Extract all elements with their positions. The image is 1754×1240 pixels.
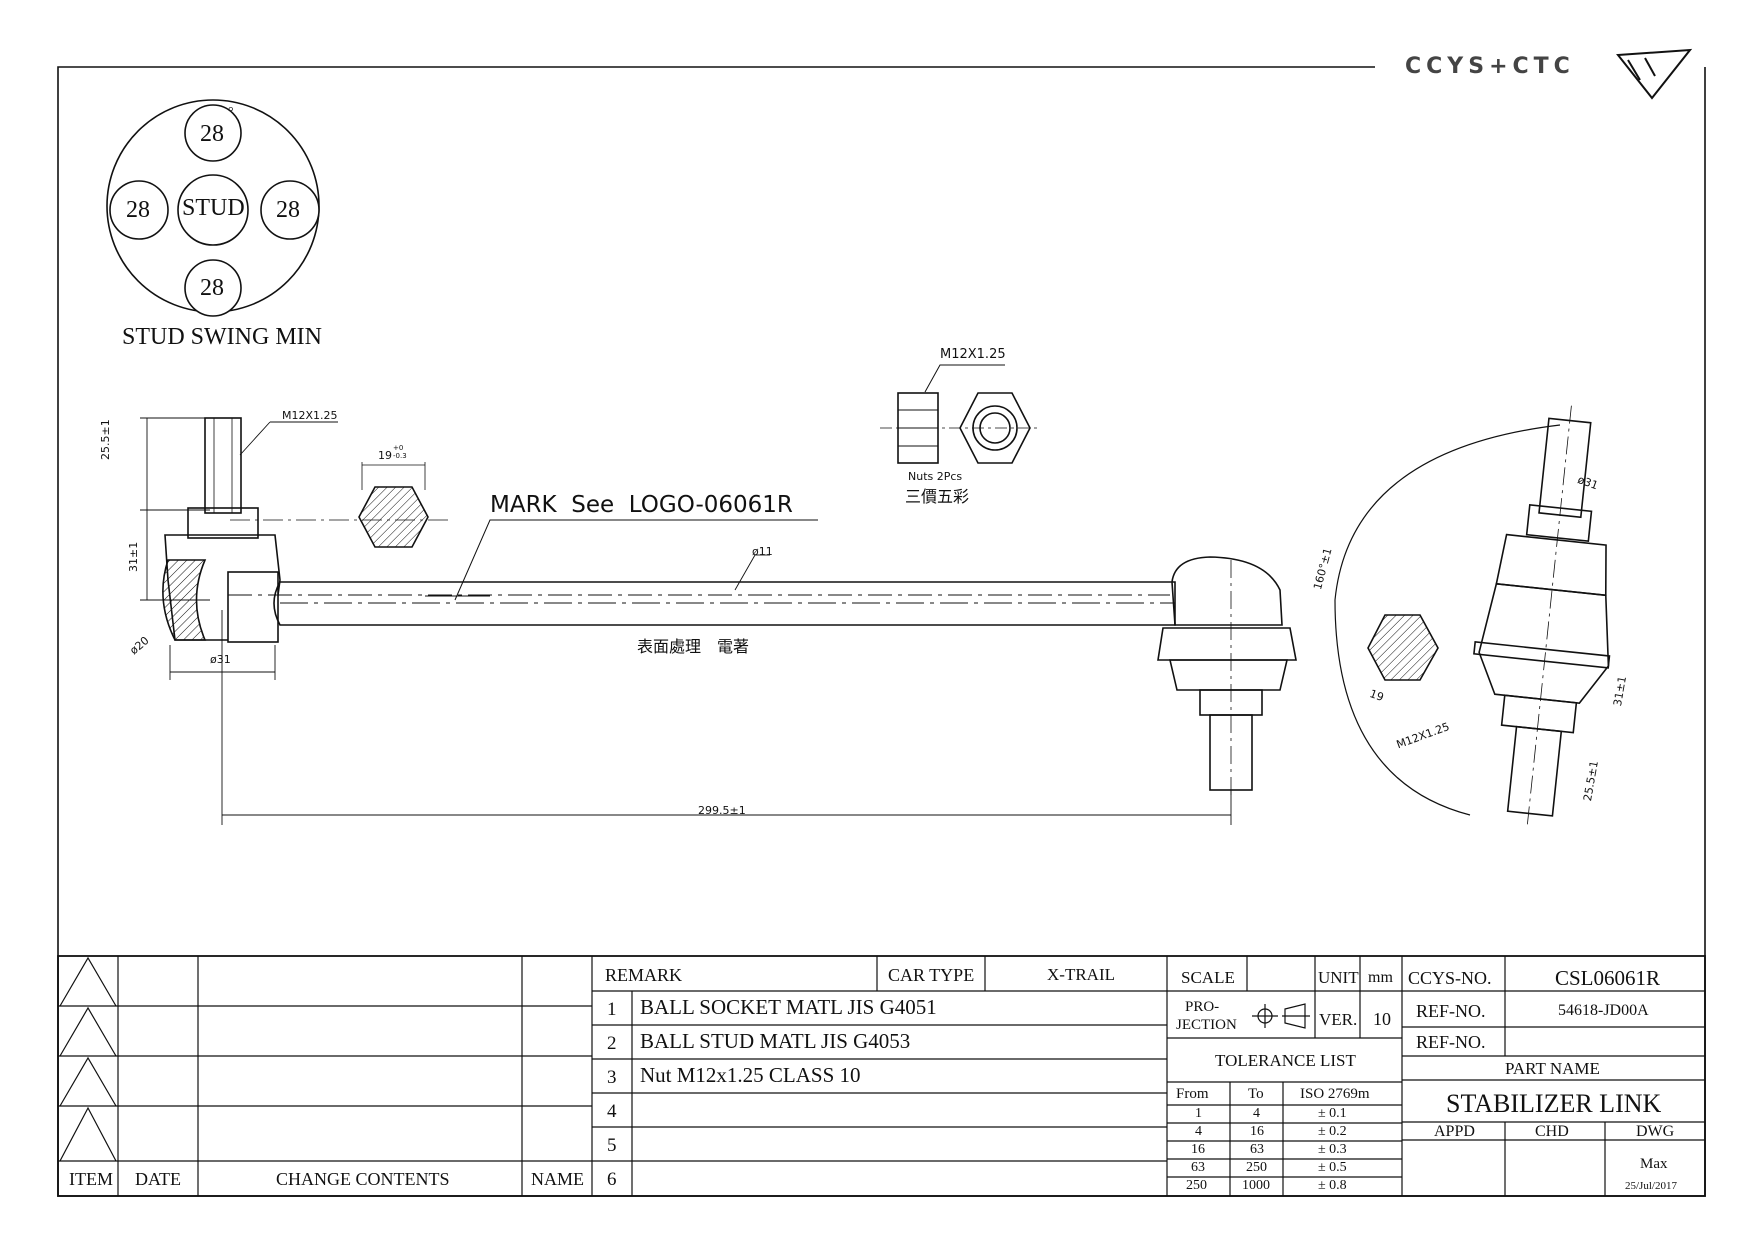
tol-from-5: 250 (1186, 1178, 1207, 1193)
tol-to-5: 1000 (1242, 1178, 1270, 1193)
ver-label: VER. (1319, 1010, 1358, 1029)
remarks-grid (592, 956, 1168, 1196)
remark-label: REMARK (605, 965, 683, 985)
nuts-qty-label: Nuts 2Pcs (908, 470, 963, 483)
brand-logo: CCYS+CTC (1405, 54, 1575, 79)
degree-mark: ° (228, 105, 234, 120)
right-ball-joint (1157, 556, 1297, 800)
tol-to-1: 4 (1253, 1106, 1260, 1121)
unit-value: mm (1368, 969, 1393, 986)
stud-swing-caption: STUD SWING MIN (122, 324, 322, 350)
spec-grid (1167, 956, 1403, 1196)
tol-from-2: 4 (1195, 1124, 1202, 1139)
hex-tol-down: -0.3 (393, 452, 407, 460)
projection-label-top: PRO- (1185, 999, 1220, 1015)
tol-header-from: From (1176, 1086, 1209, 1102)
mark-note: MARK See LOGO-06061R (490, 492, 793, 518)
ccys-no-value: CSL06061R (1555, 966, 1661, 990)
swing-bottom-value: 28 (200, 275, 224, 301)
tolerance-title: TOLERANCE LIST (1215, 1051, 1356, 1070)
remark-text-2: BALL STUD MATL JIS G4053 (640, 1029, 911, 1053)
swing-top-value: 28 (200, 121, 224, 147)
revision-block-grid (58, 956, 593, 1196)
nut-finish-label: 三價五彩 (905, 489, 970, 506)
tol-to-3: 63 (1250, 1142, 1264, 1157)
logo-mark (1616, 48, 1693, 100)
stud-swing-diagram (106, 99, 320, 317)
tol-from-3: 16 (1191, 1142, 1205, 1157)
appd-label: APPD (1434, 1123, 1475, 1140)
revision-date-header: DATE (135, 1169, 181, 1189)
part-name-label: PART NAME (1505, 1059, 1600, 1078)
tol-header-to: To (1248, 1086, 1264, 1102)
body-height-label: 31±1 (127, 541, 140, 572)
left-ball-joint (162, 417, 1170, 643)
nut-views (880, 364, 1040, 464)
nut-thread-label: M12X1.25 (940, 347, 1006, 362)
remark-no-4: 4 (607, 1101, 617, 1122)
hex-tol-up: +0 (393, 444, 404, 452)
drawing-date: 25/Jul/2017 (1625, 1180, 1677, 1192)
tol-val-1: ± 0.1 (1318, 1106, 1347, 1121)
tol-to-4: 250 (1246, 1160, 1267, 1175)
remark-text-3: Nut M12x1.25 CLASS 10 (640, 1063, 861, 1087)
remark-no-2: 2 (607, 1033, 617, 1054)
dimension-lines (140, 417, 1232, 825)
remark-no-6: 6 (607, 1169, 617, 1190)
ccys-no-label: CCYS-NO. (1408, 968, 1492, 988)
stabilizer-rod (273, 581, 1176, 626)
revision-item-header: ITEM (69, 1169, 113, 1189)
rod-diameter-label: ø11 (752, 545, 773, 558)
projection-label-bottom: JECTION (1176, 1017, 1237, 1033)
title-block (57, 955, 1706, 1197)
swing-arc (1334, 424, 1561, 816)
car-type-value: X-TRAIL (1047, 965, 1115, 984)
hex-section (230, 462, 450, 548)
remark-no-3: 3 (607, 1067, 617, 1088)
ver-value: 10 (1373, 1009, 1391, 1029)
drawn-by-value: Max (1640, 1156, 1668, 1172)
swing-right-value: 28 (276, 197, 300, 223)
tol-val-4: ± 0.5 (1318, 1160, 1347, 1175)
scale-label: SCALE (1181, 968, 1235, 987)
rotated-hex-section (1367, 614, 1439, 681)
rotated-view (1473, 405, 1611, 829)
mark-leader (425, 519, 818, 601)
revision-name-header: NAME (531, 1169, 584, 1189)
overall-length-label: 299.5±1 (698, 804, 746, 817)
part-name-value: STABILIZER LINK (1446, 1089, 1662, 1118)
ref-no-label-1: REF-NO. (1416, 1001, 1486, 1021)
tol-val-2: ± 0.2 (1318, 1124, 1347, 1139)
chd-label: CHD (1535, 1123, 1569, 1140)
dwg-label: DWG (1636, 1123, 1675, 1140)
housing-diameter-label: ø31 (210, 653, 231, 666)
tol-to-2: 16 (1250, 1124, 1264, 1139)
part-grid (1402, 956, 1705, 1196)
tol-from-4: 63 (1191, 1160, 1205, 1175)
remark-no-5: 5 (607, 1135, 617, 1156)
car-type-label: CAR TYPE (888, 965, 975, 985)
revision-change-header: CHANGE CONTENTS (276, 1169, 450, 1189)
ref-no-value-1: 54618-JD00A (1558, 1002, 1649, 1019)
tol-header-iso: ISO 2769m (1300, 1086, 1370, 1102)
remark-no-1: 1 (607, 999, 617, 1020)
unit-label: UNIT (1318, 968, 1359, 987)
remark-text-1: BALL SOCKET MATL JIS G4051 (640, 995, 937, 1019)
swing-left-value: 28 (126, 197, 150, 223)
stud-label: STUD (182, 195, 245, 221)
rod-finish-label: 表面處理 電著 (637, 639, 750, 656)
tol-from-1: 1 (1195, 1106, 1202, 1121)
tol-val-5: ± 0.8 (1318, 1178, 1347, 1193)
tol-val-3: ± 0.3 (1318, 1142, 1347, 1157)
stud-thread-label: M12X1.25 (282, 409, 338, 422)
projection-symbol-icon (1252, 1003, 1310, 1029)
ref-no-label-2: REF-NO. (1416, 1032, 1486, 1052)
stud-length-label: 25.5±1 (99, 419, 112, 460)
hex-size-label: 19 (378, 449, 392, 462)
